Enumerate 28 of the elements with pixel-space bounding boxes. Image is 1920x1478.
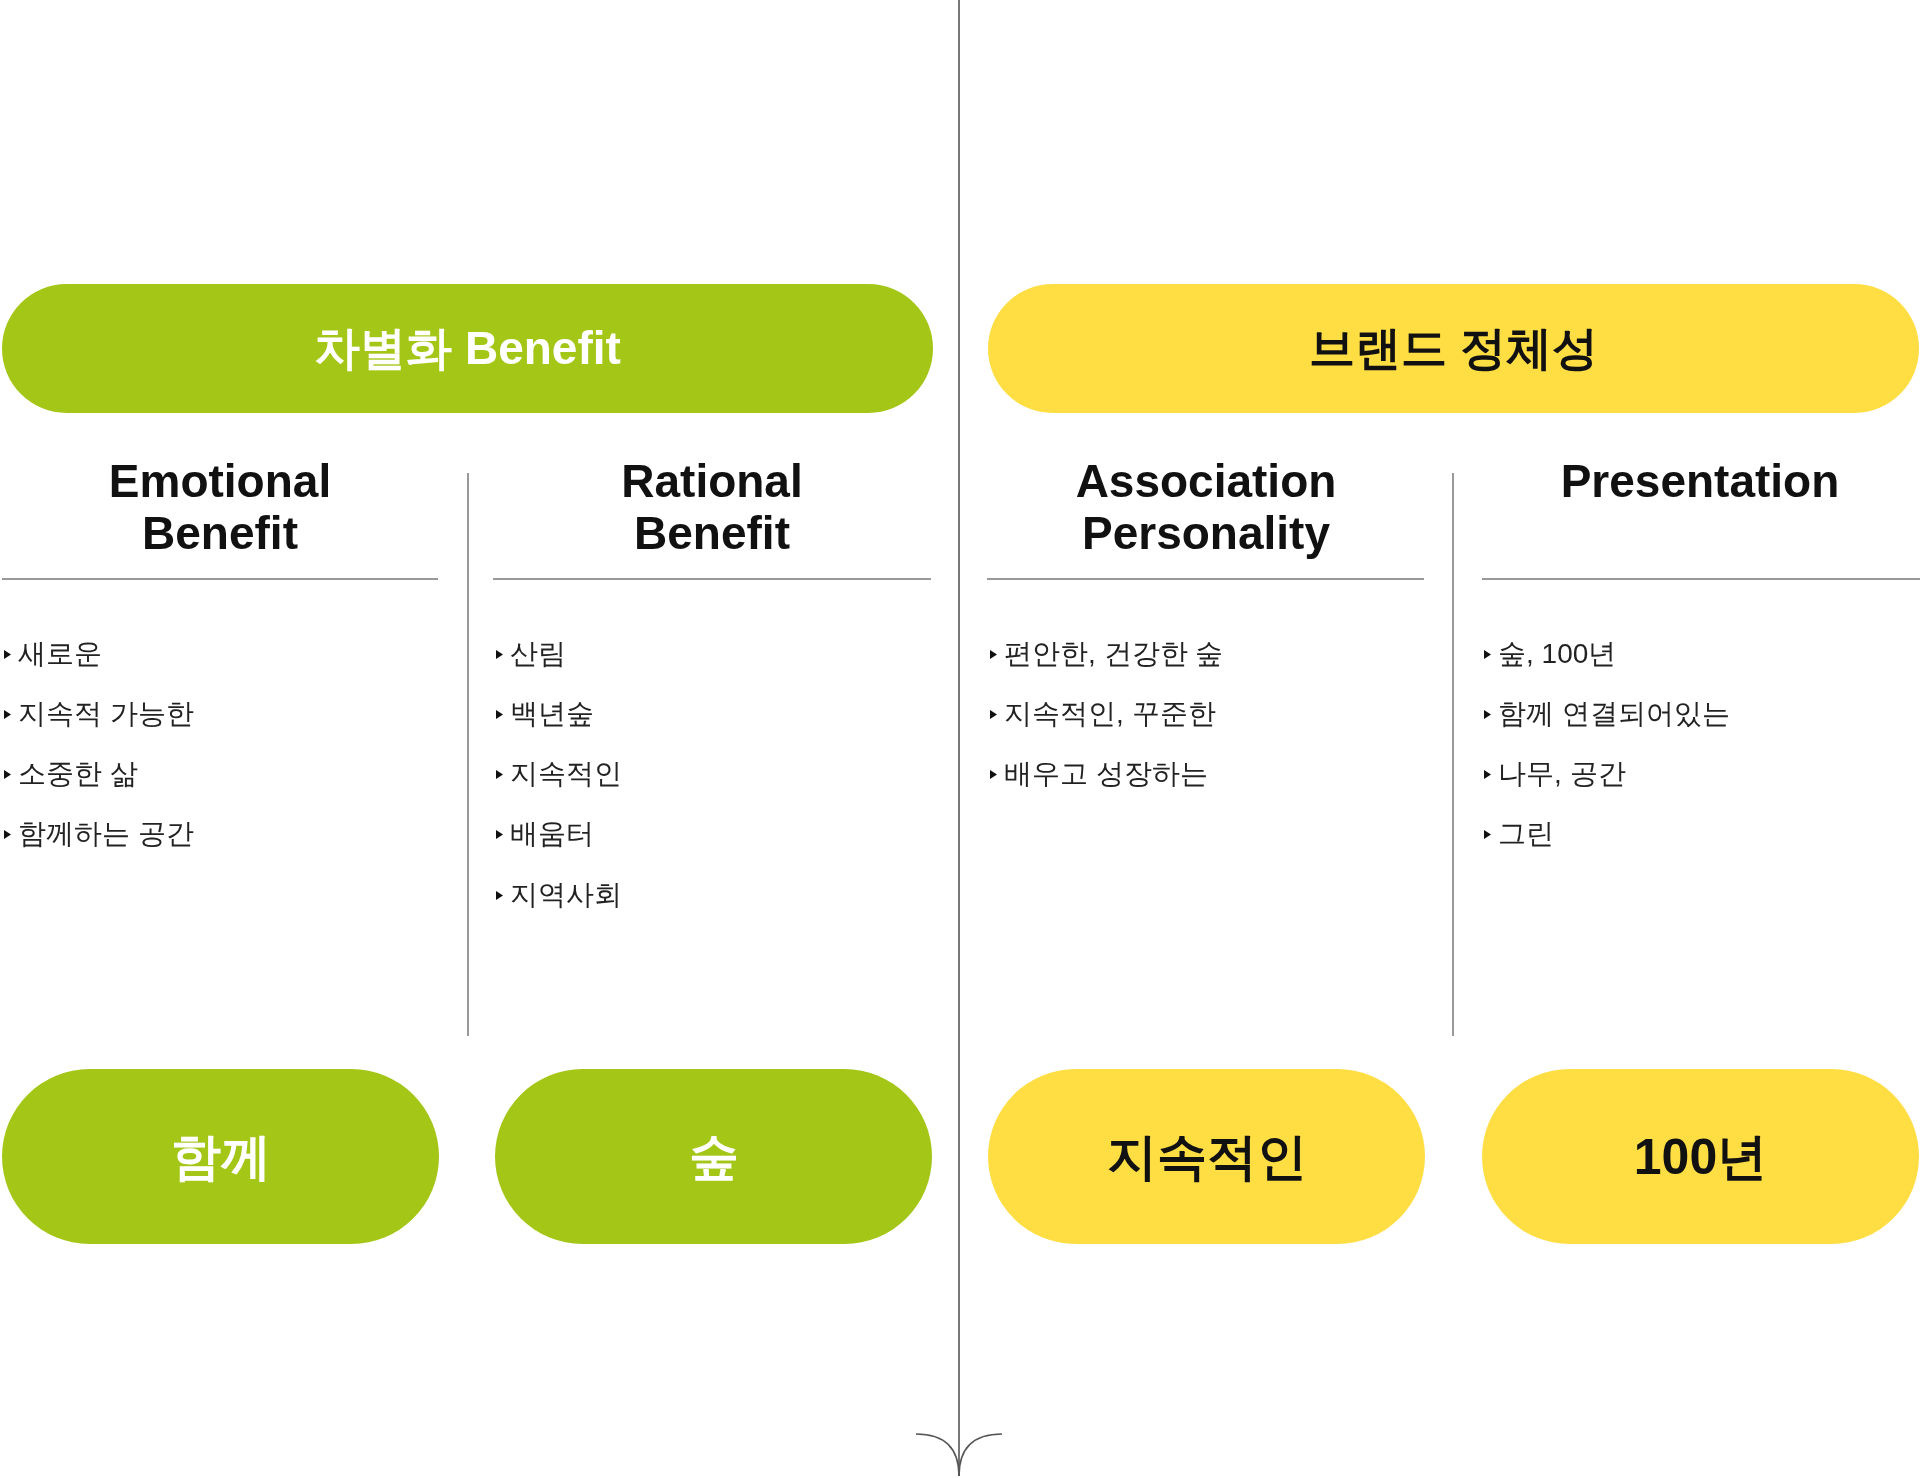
list-item-text: 지속적인, 꾸준한	[1004, 697, 1216, 731]
category-pill	[988, 284, 1919, 413]
list-item-text: 새로운	[18, 637, 102, 671]
column-heading: Presentation	[1559, 455, 1841, 507]
pill-label: 브랜드 정체성	[1309, 321, 1598, 376]
list-item-text: 숲, 100년	[1498, 637, 1617, 671]
list-item-text: 지속적인	[510, 757, 622, 791]
pill-label: 함께	[170, 1127, 271, 1187]
list-item-text: 지역사회	[510, 878, 622, 912]
pill-label: 지속적인	[1106, 1127, 1307, 1187]
pill-label: 숲	[688, 1127, 739, 1187]
list-item-text: 배움터	[510, 817, 594, 851]
pill-label: 차별화 Benefit	[314, 321, 621, 376]
keyword-pill	[1482, 1069, 1919, 1244]
list-item-text: 함께 연결되어있는	[1498, 697, 1730, 731]
list-item-text: 백년숲	[510, 697, 594, 731]
list-item-text: 지속적 가능한	[18, 697, 194, 731]
list-item-text: 그린	[1498, 817, 1554, 851]
column-heading: Emotional Benefit	[107, 455, 333, 559]
list-item-text: 나무, 공간	[1498, 757, 1626, 791]
list-item-text: 배우고 성장하는	[1004, 757, 1208, 791]
column-heading: Rational Benefit	[620, 455, 804, 559]
list-item-text: 함께하는 공간	[18, 817, 194, 851]
list-item-text: 편안한, 건강한 숲	[1004, 637, 1224, 671]
list-item-text: 소중한 삶	[18, 757, 138, 791]
pill-label: 100년	[1633, 1127, 1768, 1187]
column-heading: Association Personality	[1074, 455, 1338, 559]
list-item-text: 산림	[510, 637, 566, 671]
